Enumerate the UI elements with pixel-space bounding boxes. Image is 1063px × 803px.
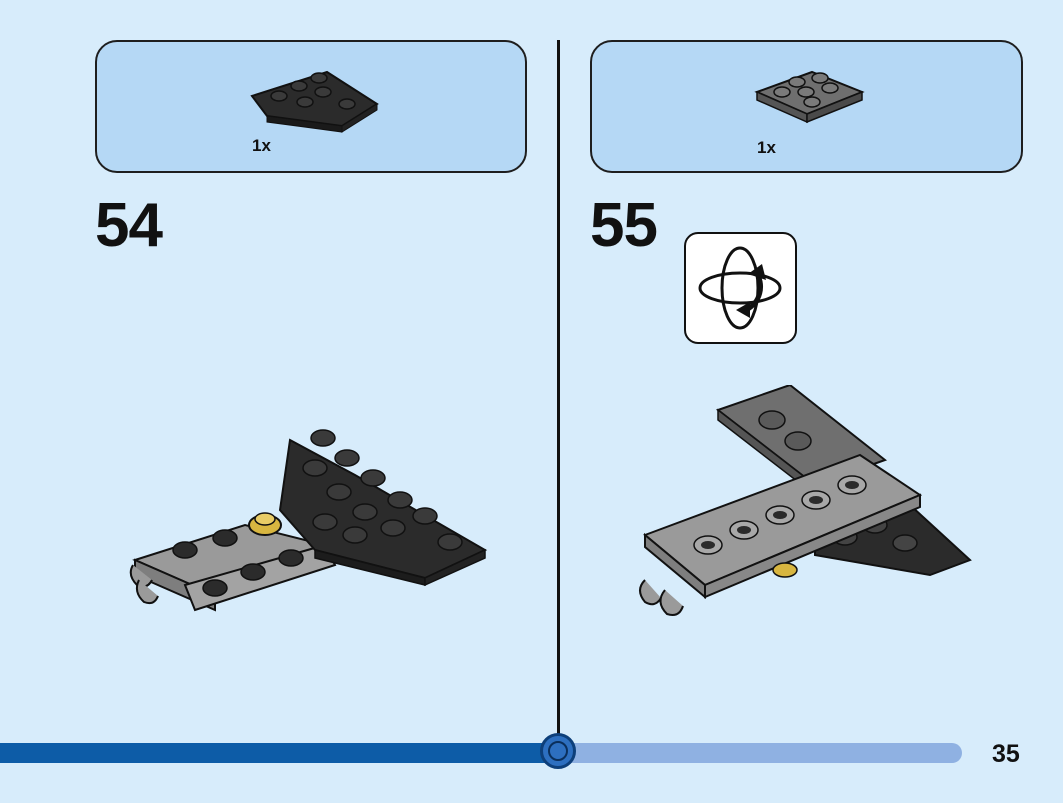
step-number: 54 bbox=[95, 191, 163, 260]
page-divider bbox=[557, 40, 560, 740]
parts-callout-step-55: 1x bbox=[590, 40, 1023, 173]
progress-fill bbox=[0, 743, 558, 763]
rotate-model-icon bbox=[684, 232, 797, 344]
wedge-plate-part-image bbox=[250, 70, 379, 133]
progress-knob bbox=[540, 733, 576, 769]
step-54-build-illustration bbox=[129, 429, 488, 612]
part-quantity: 1x bbox=[252, 136, 271, 155]
step-55-build-illustration bbox=[639, 385, 972, 616]
plate-part-image bbox=[754, 70, 865, 124]
step-number: 55 bbox=[590, 191, 658, 260]
page-number: 35 bbox=[992, 740, 1020, 768]
parts-callout-step-54: 1x bbox=[95, 40, 527, 173]
part-quantity: 1x bbox=[757, 138, 776, 157]
